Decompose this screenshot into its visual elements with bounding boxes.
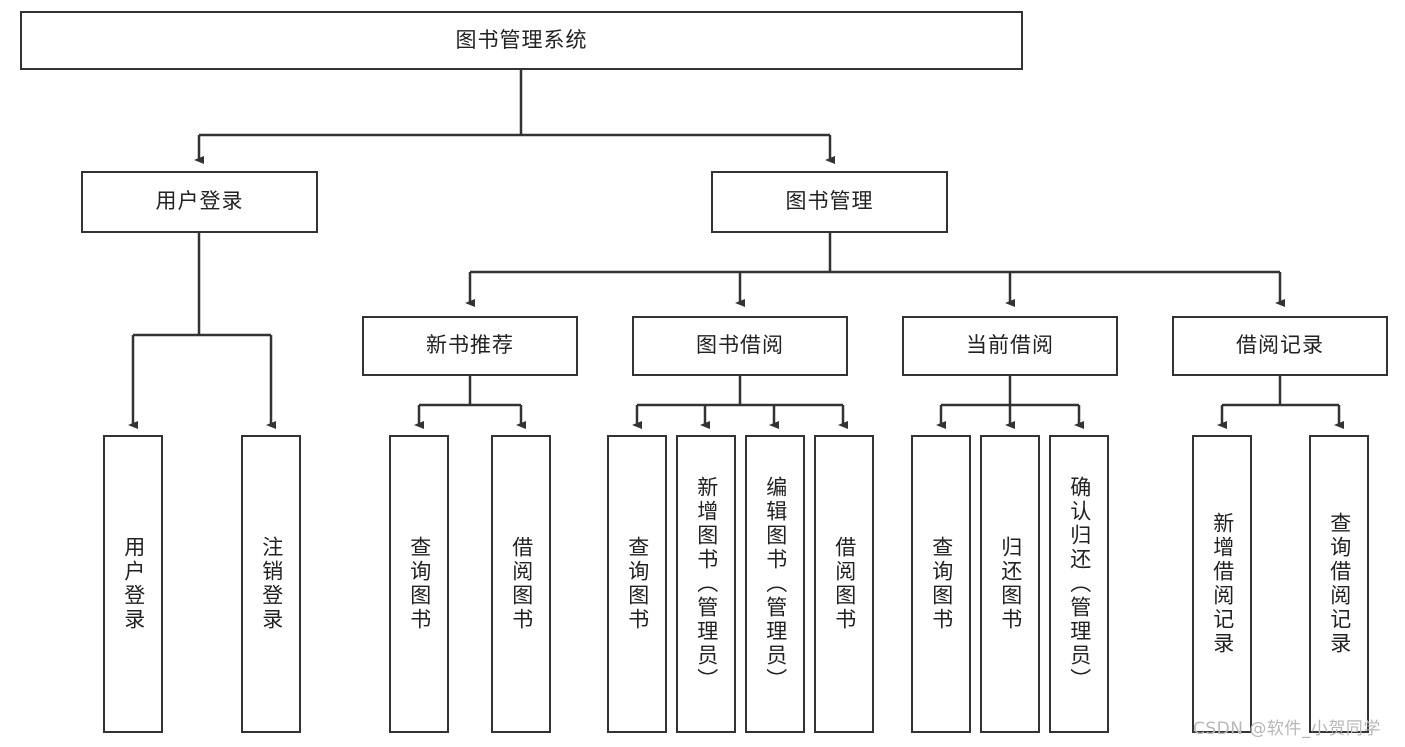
node-leaf-query-record-label: 查询借阅记录 <box>1327 512 1352 656</box>
node-leaf-add-record[interactable]: 新增借阅记录 <box>1192 435 1252 733</box>
node-leaf-query-book-2[interactable]: 查询图书 <box>607 435 667 733</box>
node-current-borrow[interactable]: 当前借阅 <box>902 316 1118 376</box>
node-leaf-logout-label: 注销登录 <box>259 536 284 632</box>
node-borrow-record-label: 借阅记录 <box>1236 333 1324 358</box>
node-leaf-query-book-3-label: 查询图书 <box>929 536 954 632</box>
node-leaf-query-book-3[interactable]: 查询图书 <box>911 435 971 733</box>
node-leaf-user-login-label: 用户登录 <box>121 536 146 632</box>
node-leaf-query-book-2-label: 查询图书 <box>625 536 650 632</box>
node-leaf-confirm-return-label: 确认归还（管理员） <box>1067 476 1092 692</box>
node-leaf-user-login[interactable]: 用户登录 <box>103 435 163 733</box>
node-leaf-query-book-1-label: 查询图书 <box>407 536 432 632</box>
node-book-borrow[interactable]: 图书借阅 <box>632 316 848 376</box>
node-book-borrow-label: 图书借阅 <box>696 333 784 358</box>
node-user-login-label: 用户登录 <box>155 189 244 214</box>
node-current-borrow-label: 当前借阅 <box>966 333 1054 358</box>
node-leaf-borrow-book-2-label: 借阅图书 <box>832 536 857 632</box>
node-book-manage-label: 图书管理 <box>785 189 874 214</box>
node-leaf-query-record[interactable]: 查询借阅记录 <box>1309 435 1369 733</box>
node-leaf-add-book[interactable]: 新增图书（管理员） <box>676 435 736 733</box>
node-leaf-return-book-label: 归还图书 <box>998 536 1023 632</box>
node-leaf-confirm-return[interactable]: 确认归还（管理员） <box>1049 435 1109 733</box>
node-leaf-borrow-book-1-label: 借阅图书 <box>509 536 534 632</box>
node-new-book-recommend-label: 新书推荐 <box>426 333 514 358</box>
node-book-manage[interactable]: 图书管理 <box>711 171 948 233</box>
node-leaf-borrow-book-1[interactable]: 借阅图书 <box>491 435 551 733</box>
node-root-label: 图书管理系统 <box>455 27 588 52</box>
node-leaf-edit-book[interactable]: 编辑图书（管理员） <box>745 435 805 733</box>
node-user-login[interactable]: 用户登录 <box>81 171 318 233</box>
node-leaf-return-book[interactable]: 归还图书 <box>980 435 1040 733</box>
node-leaf-add-book-label: 新增图书（管理员） <box>694 476 719 692</box>
node-leaf-logout[interactable]: 注销登录 <box>241 435 301 733</box>
node-leaf-add-record-label: 新增借阅记录 <box>1210 512 1235 656</box>
node-new-book-recommend[interactable]: 新书推荐 <box>362 316 578 376</box>
csdn-watermark: CSDN @软件_小贺同学 <box>1193 719 1381 739</box>
node-leaf-borrow-book-2[interactable]: 借阅图书 <box>814 435 874 733</box>
node-leaf-edit-book-label: 编辑图书（管理员） <box>763 476 788 692</box>
node-borrow-record[interactable]: 借阅记录 <box>1172 316 1388 376</box>
node-leaf-query-book-1[interactable]: 查询图书 <box>389 435 449 733</box>
node-root[interactable]: 图书管理系统 <box>20 11 1023 70</box>
